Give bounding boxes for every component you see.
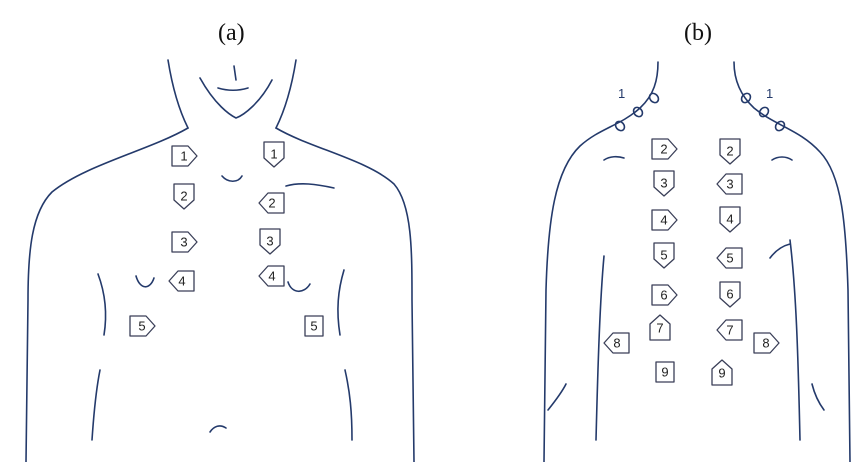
back-marker-7-left: 7 bbox=[717, 320, 742, 340]
front-marker-2-left: 2 bbox=[259, 193, 284, 213]
marker-number: 8 bbox=[613, 336, 620, 351]
marker-number: 5 bbox=[726, 251, 733, 266]
back-marker-7-up: 7 bbox=[650, 315, 670, 340]
back-marker-2-down: 2 bbox=[720, 139, 740, 164]
front-torso-outline bbox=[26, 60, 414, 462]
panel-b-markers: 2 2 3 3 4 4 5 5 6 6 7 7 8 8 9 9 bbox=[604, 139, 779, 385]
marker-number: 9 bbox=[661, 365, 668, 380]
marker-number: 4 bbox=[178, 274, 185, 289]
panel-a-label: (a) bbox=[218, 20, 245, 46]
back-marker-2-right: 2 bbox=[652, 139, 677, 159]
marker-number: 2 bbox=[660, 142, 667, 157]
front-marker-4-left: 4 bbox=[259, 266, 284, 286]
front-marker-5-none: 5 bbox=[305, 316, 323, 336]
marker-number: 1 bbox=[180, 149, 187, 164]
marker-number: 3 bbox=[726, 177, 733, 192]
marker-number: 2 bbox=[180, 189, 187, 204]
back-marker-5-down: 5 bbox=[654, 243, 674, 268]
neck-label-right: 1 bbox=[766, 86, 773, 101]
front-marker-1-right: 1 bbox=[172, 146, 197, 166]
back-torso-outline bbox=[544, 62, 850, 462]
marker-number: 1 bbox=[270, 147, 277, 162]
back-marker-4-right: 4 bbox=[652, 210, 677, 230]
marker-number: 7 bbox=[656, 321, 663, 336]
back-marker-8-left: 8 bbox=[604, 333, 629, 353]
panel-a-markers: 1 1 2 2 3 3 4 4 5 5 bbox=[130, 142, 323, 336]
marker-number: 3 bbox=[660, 176, 667, 191]
marker-number: 8 bbox=[762, 336, 769, 351]
marker-number: 7 bbox=[726, 323, 733, 338]
front-marker-3-down: 3 bbox=[260, 229, 280, 254]
front-marker-1-down: 1 bbox=[264, 142, 284, 167]
back-marker-9-none: 9 bbox=[656, 362, 674, 382]
back-marker-3-down: 3 bbox=[654, 171, 674, 196]
marker-number: 4 bbox=[268, 269, 275, 284]
panel-b-label: (b) bbox=[684, 20, 712, 46]
back-marker-5-left: 5 bbox=[717, 248, 742, 268]
marker-number: 3 bbox=[180, 235, 187, 250]
back-marker-9-up: 9 bbox=[712, 360, 732, 385]
marker-number: 5 bbox=[660, 248, 667, 263]
marker-number: 5 bbox=[138, 319, 145, 334]
marker-number: 2 bbox=[726, 144, 733, 159]
marker-number: 5 bbox=[310, 319, 317, 334]
marker-number: 3 bbox=[266, 234, 273, 249]
marker-number: 4 bbox=[726, 212, 733, 227]
marker-number: 6 bbox=[726, 287, 733, 302]
front-marker-5-right: 5 bbox=[130, 316, 155, 336]
neck-label-left: 1 bbox=[618, 86, 625, 101]
front-marker-2-down: 2 bbox=[174, 184, 194, 209]
back-marker-6-down: 6 bbox=[720, 282, 740, 307]
marker-number: 2 bbox=[268, 196, 275, 211]
front-marker-3-right: 3 bbox=[172, 232, 197, 252]
marker-number: 9 bbox=[718, 366, 725, 381]
marker-number: 4 bbox=[660, 213, 667, 228]
back-marker-6-right: 6 bbox=[652, 285, 677, 305]
back-marker-4-down: 4 bbox=[720, 207, 740, 232]
front-marker-4-left: 4 bbox=[169, 271, 194, 291]
back-marker-3-left: 3 bbox=[717, 174, 742, 194]
marker-number: 6 bbox=[660, 288, 667, 303]
back-marker-8-right: 8 bbox=[754, 333, 779, 353]
